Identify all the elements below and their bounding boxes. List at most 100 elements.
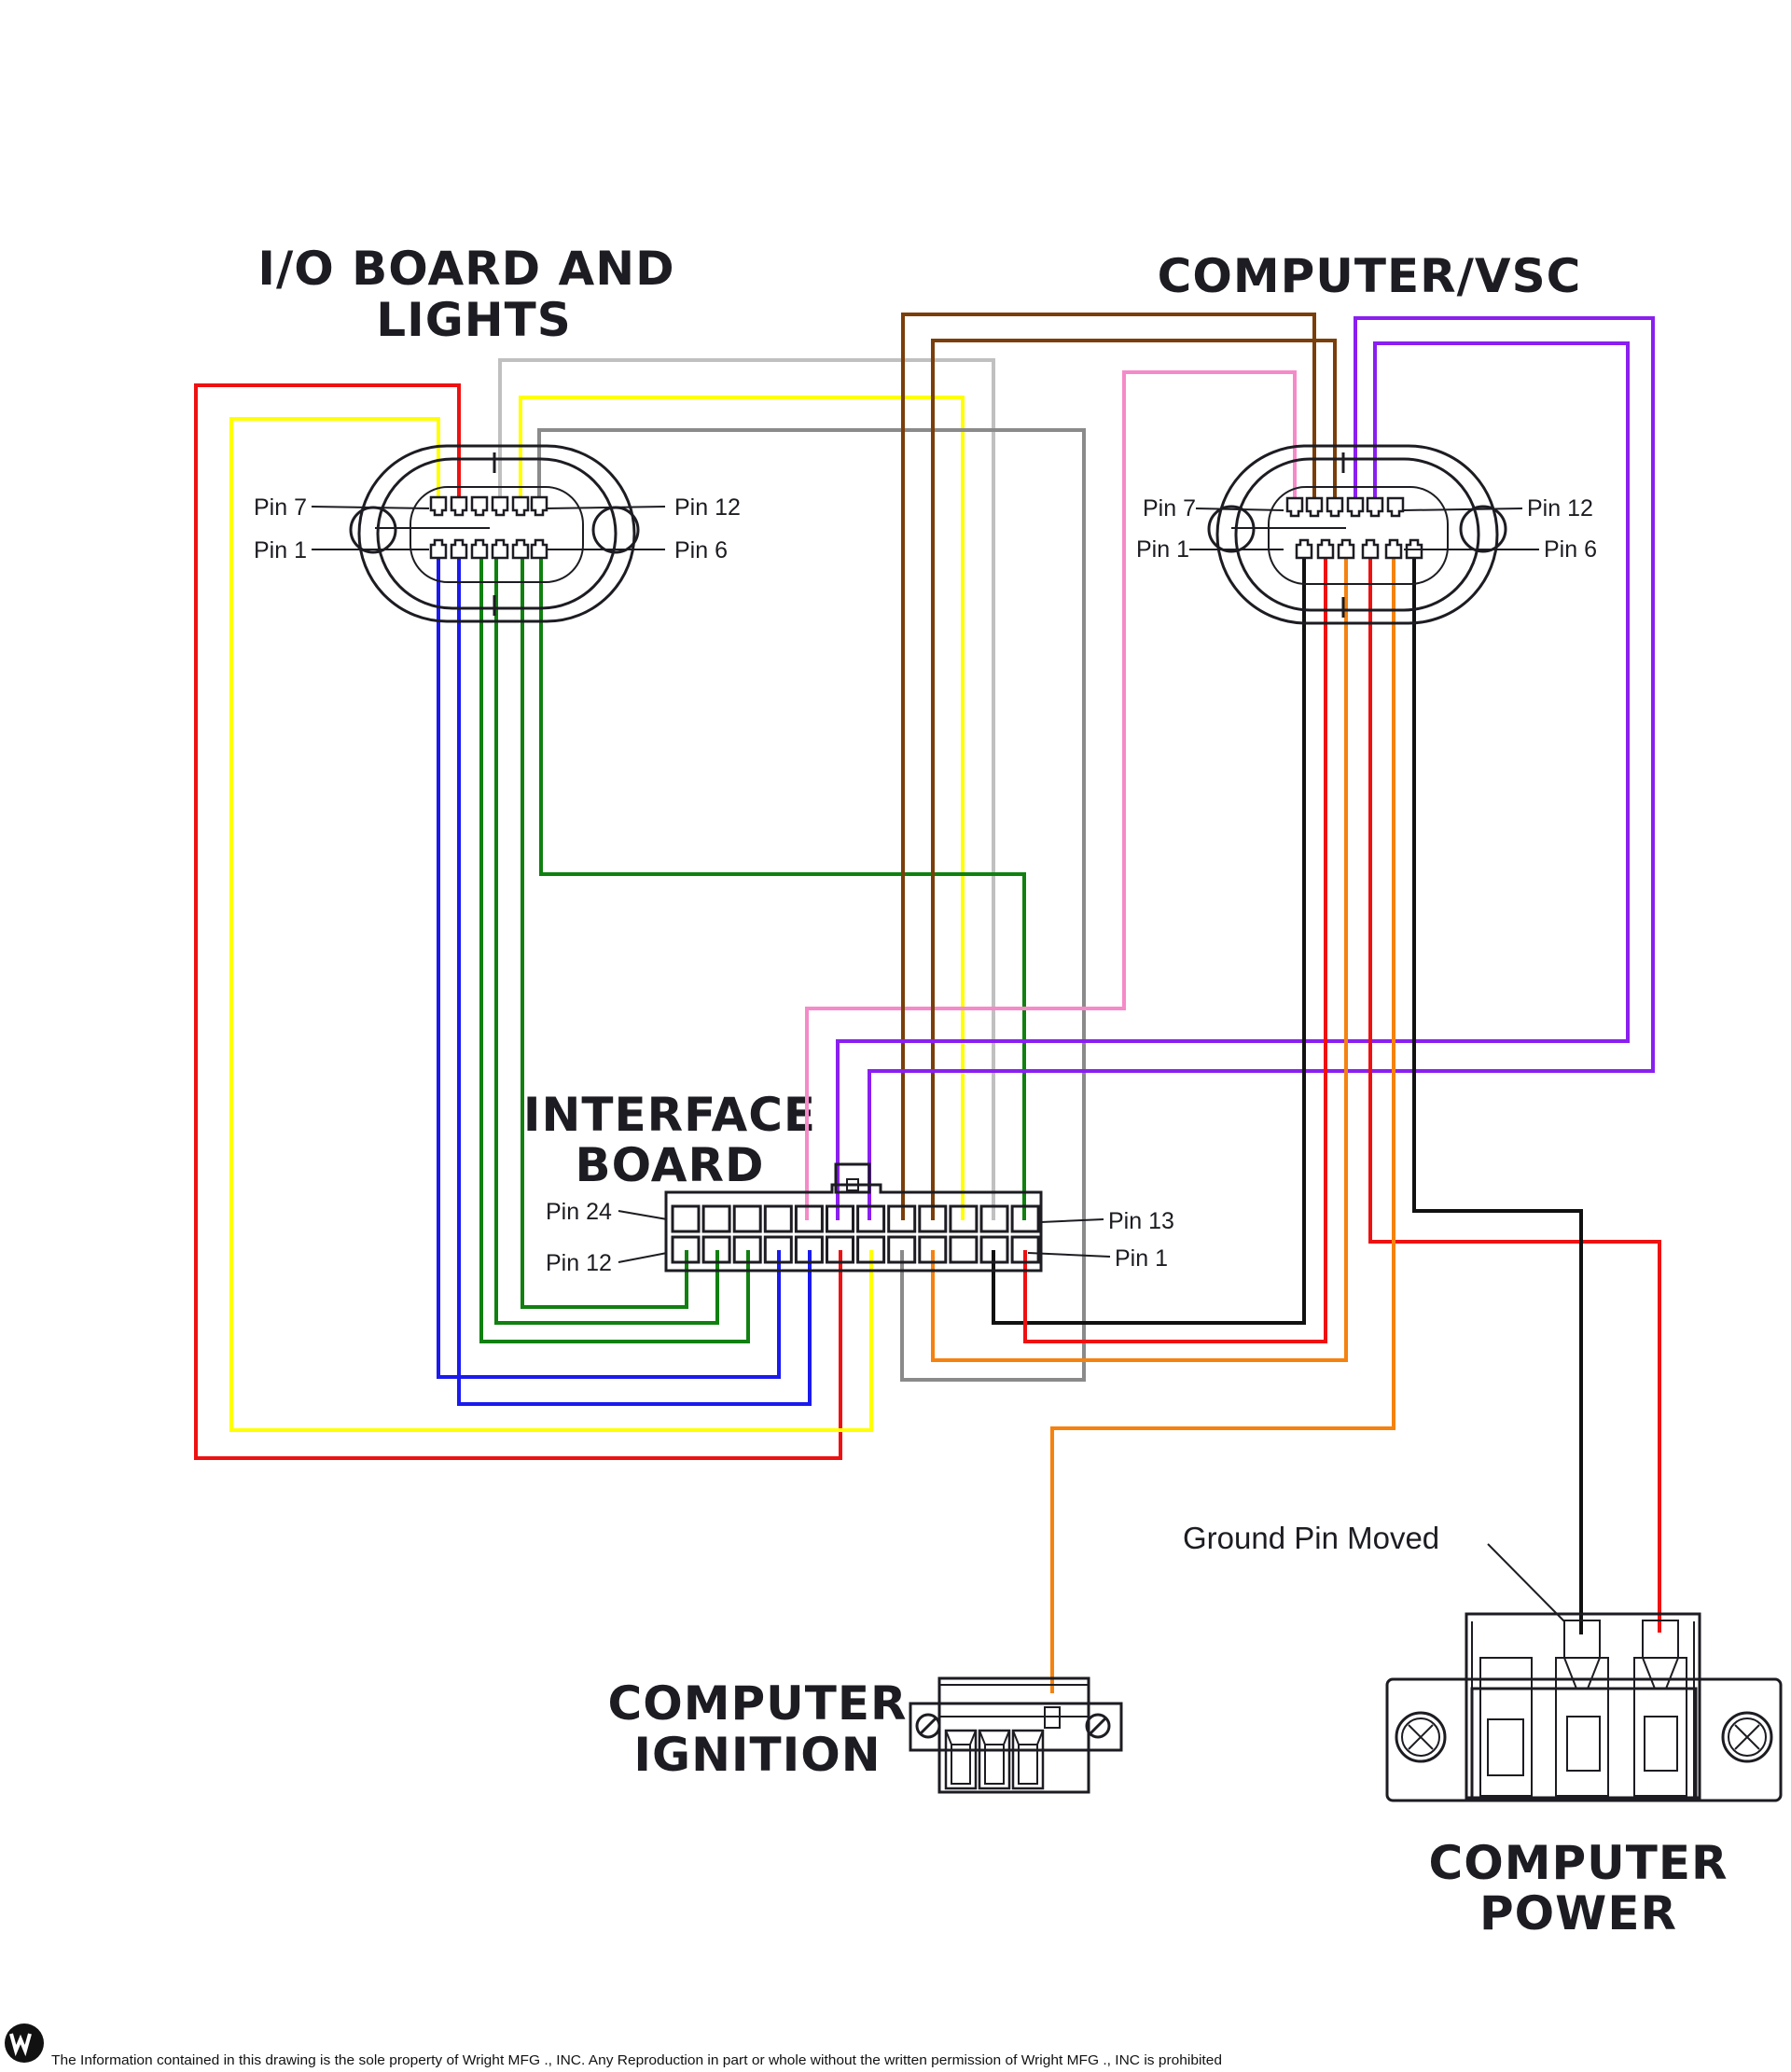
- interface-top-cell-12: [1010, 1204, 1040, 1233]
- io-bottom-pin-4: [491, 538, 509, 560]
- interface-top-cell-1: [671, 1204, 701, 1233]
- ignition-terminal-taper-1: [945, 1730, 977, 1745]
- interface-top-cell-3: [732, 1204, 762, 1233]
- interface-top-cell-9: [918, 1204, 948, 1233]
- ib-pin12-leader: [618, 1252, 668, 1263]
- io-pin7-label: Pin 7: [254, 494, 307, 521]
- screw-cross: [1408, 1724, 1434, 1750]
- io-bottom-pin-2: [450, 538, 468, 560]
- vsc-connector-inner-shell: [1234, 457, 1480, 612]
- interface-bottom-cell-6: [826, 1235, 854, 1264]
- wire-brown-vsc-pin8: [901, 313, 1316, 1220]
- interface-top-cell-5: [794, 1204, 824, 1233]
- wire-green-io-pin3: [479, 549, 750, 1343]
- wire-red-io-pin8: [194, 383, 842, 1460]
- io-top-pin-1: [429, 495, 448, 517]
- vsc-top-pin-1: [1285, 496, 1304, 518]
- io-pin6-label: Pin 6: [674, 537, 728, 563]
- vsc-top-pin-3: [1326, 496, 1344, 518]
- power-terminal-1: [1479, 1657, 1533, 1797]
- wire-brown-vsc-pin9: [931, 339, 1337, 1220]
- wire-yellow-io-pin11: [519, 396, 965, 1220]
- power-terminal-ground-taper: [1563, 1657, 1601, 1690]
- ignition-pin-sleeve: [1044, 1706, 1061, 1729]
- computer-ignition-connector: [909, 1676, 1123, 1794]
- screw-inner: [1401, 1717, 1440, 1757]
- power-terminal-positive-window: [1644, 1716, 1678, 1772]
- io-connector-inner-shell: [376, 457, 618, 610]
- wright-mfg-logo: [5, 2023, 44, 2063]
- power-upper-body: [1465, 1612, 1701, 1800]
- ib-pin1-label: Pin 1: [1115, 1245, 1168, 1272]
- interface-top-cell-6: [826, 1204, 854, 1233]
- wire-red-vsc-pin2: [1023, 549, 1327, 1343]
- vsc-bottom-pin-5: [1384, 538, 1403, 560]
- vsc-top-pin-4: [1346, 496, 1365, 518]
- io-pin12-leader: [545, 506, 666, 509]
- computer-power-title-line1: COMPUTER: [1429, 1836, 1729, 1890]
- vsc-bottom-pin-4: [1361, 538, 1380, 560]
- interface-board-title-line1: INTERFACE: [523, 1088, 816, 1142]
- logo-w-glyph: [9, 2033, 32, 2057]
- vsc-pin7-label: Pin 7: [1143, 495, 1196, 521]
- screw-cross: [1734, 1724, 1760, 1750]
- ignition-terminal-taper-3: [1012, 1730, 1044, 1745]
- io-bottom-pin-3: [470, 538, 489, 560]
- interface-bottom-cell-2: [701, 1235, 731, 1264]
- vsc-bottom-pin-3: [1337, 538, 1355, 560]
- wire-pink-vsc-pin7: [805, 370, 1297, 1220]
- wire-gray-io-pin12: [537, 428, 1086, 1382]
- ignition-terminal-3: [1011, 1729, 1045, 1790]
- computer-ignition-title-line2: IGNITION: [633, 1728, 881, 1782]
- computer-vsc-title: COMPUTER/VSC: [1158, 249, 1582, 303]
- ignition-terminal-2: [978, 1729, 1011, 1790]
- io-top-pin-4: [491, 495, 509, 517]
- io-pin1-label: Pin 1: [254, 537, 307, 563]
- ignition-terminal-window-3: [1018, 1744, 1038, 1785]
- ground-pin-moved-note: Ground Pin Moved: [1183, 1521, 1439, 1555]
- wire-orange-vsc-pin5: [1050, 549, 1395, 1693]
- ib-pin13-label: Pin 13: [1108, 1208, 1174, 1234]
- power-terminal-positive-taper: [1642, 1657, 1679, 1690]
- interface-top-cell-10: [949, 1204, 979, 1233]
- io-pins-bottom-row: [429, 538, 548, 560]
- vsc-top-pin-2: [1305, 496, 1324, 518]
- screw-circle: [1395, 1711, 1447, 1763]
- vsc-pin6-label: Pin 6: [1544, 536, 1597, 563]
- interface-top-cell-11: [979, 1204, 1009, 1233]
- io-board-title-line1: I/O BOARD AND: [257, 242, 674, 296]
- interface-top-cell-2: [701, 1204, 731, 1233]
- ground-pin-moved-leader: [1487, 1543, 1565, 1622]
- ib-pin1-leader: [1027, 1252, 1111, 1258]
- io-top-pin-6: [530, 495, 548, 517]
- power-center: [1470, 1687, 1698, 1802]
- ignition-screw-right: [1085, 1713, 1111, 1739]
- interface-bottom-cell-8: [887, 1235, 917, 1264]
- vsc-pin12-label: Pin 12: [1527, 495, 1593, 521]
- io-pins-top-row: [429, 495, 548, 517]
- computer-power-connector: [1385, 1612, 1783, 1802]
- io-bottom-pin-1: [429, 538, 448, 560]
- wire-yellow-io-pin7: [229, 417, 873, 1432]
- interface-top-cell-7: [856, 1204, 886, 1233]
- power-terminal-ground-window: [1566, 1716, 1601, 1772]
- interface-bottom-cell-10: [949, 1235, 979, 1264]
- wire-orange-vsc-pin3: [931, 549, 1348, 1362]
- wire-black-vsc-pin6: [1412, 549, 1583, 1634]
- wire-green-io-pin6: [539, 549, 1026, 1220]
- interface-bottom-cell-7: [856, 1235, 886, 1264]
- power-screw-left: [1395, 1711, 1447, 1763]
- power-terminal-positive-sleeve: [1642, 1620, 1679, 1659]
- interface-bottom-cell-9: [918, 1235, 948, 1264]
- io-bottom-pin-6: [530, 538, 548, 560]
- screw-inner: [1728, 1717, 1767, 1757]
- power-terminal-1-window: [1487, 1718, 1524, 1776]
- ignition-terminal-window-1: [951, 1744, 971, 1785]
- interface-cells: [671, 1204, 1040, 1264]
- interface-latch-inner: [846, 1178, 859, 1191]
- interface-top-cell-8: [887, 1204, 917, 1233]
- vsc-connector-cavity: [1268, 486, 1449, 585]
- wires: [194, 313, 1661, 1693]
- power-screw-right: [1721, 1711, 1773, 1763]
